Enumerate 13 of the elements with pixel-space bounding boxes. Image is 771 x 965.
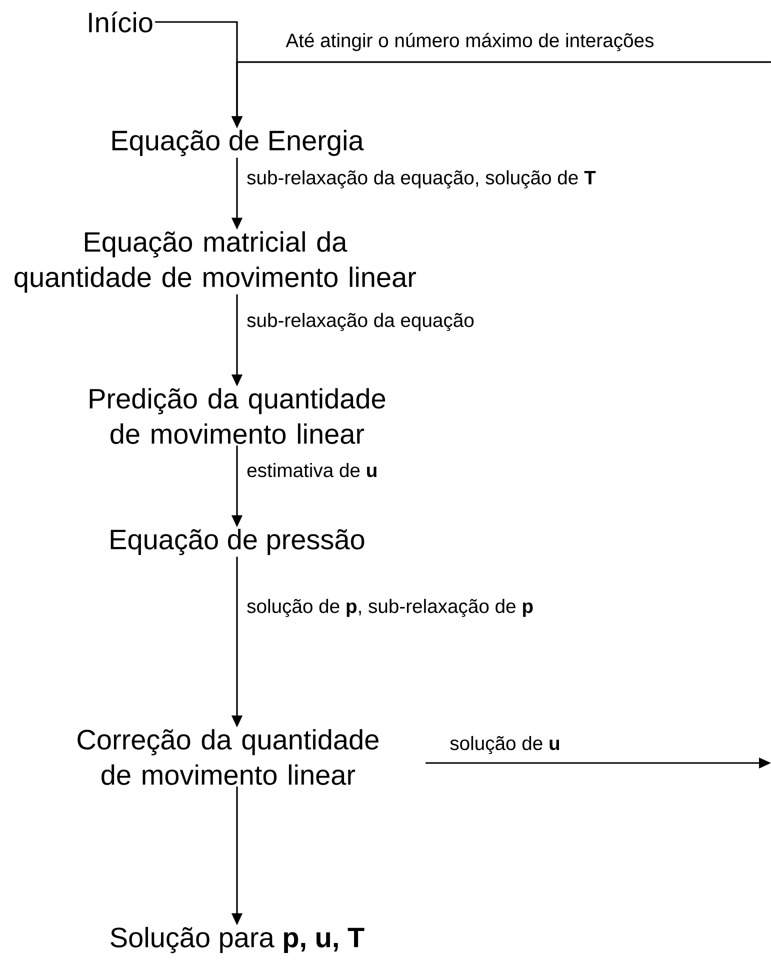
edge-label: estimativa de u [245,462,380,478]
step-text: Início [89,12,152,32]
step-text: Solução para p, u, T [110,926,364,954]
step-text: Equação matricial da quantidade de movimento linear [14,231,416,293]
edge-label: solução de u [448,734,562,756]
step-text: Predição da quantidade de movimento linear [90,388,386,444]
step-text: Correção da quantidade de movimento linear [78,729,378,785]
step-text: Equação de Energia [112,130,364,156]
edge-label: Até atingir o número máximo de interações [284,32,656,52]
edge-label: sub-relaxação da equação, solução de T [245,168,598,190]
edge-label: sub-relaxação da equação [245,312,476,332]
edge-label: solução de p, sub-relaxação de p [245,598,535,618]
step-text: Equação de pressão [110,528,364,556]
